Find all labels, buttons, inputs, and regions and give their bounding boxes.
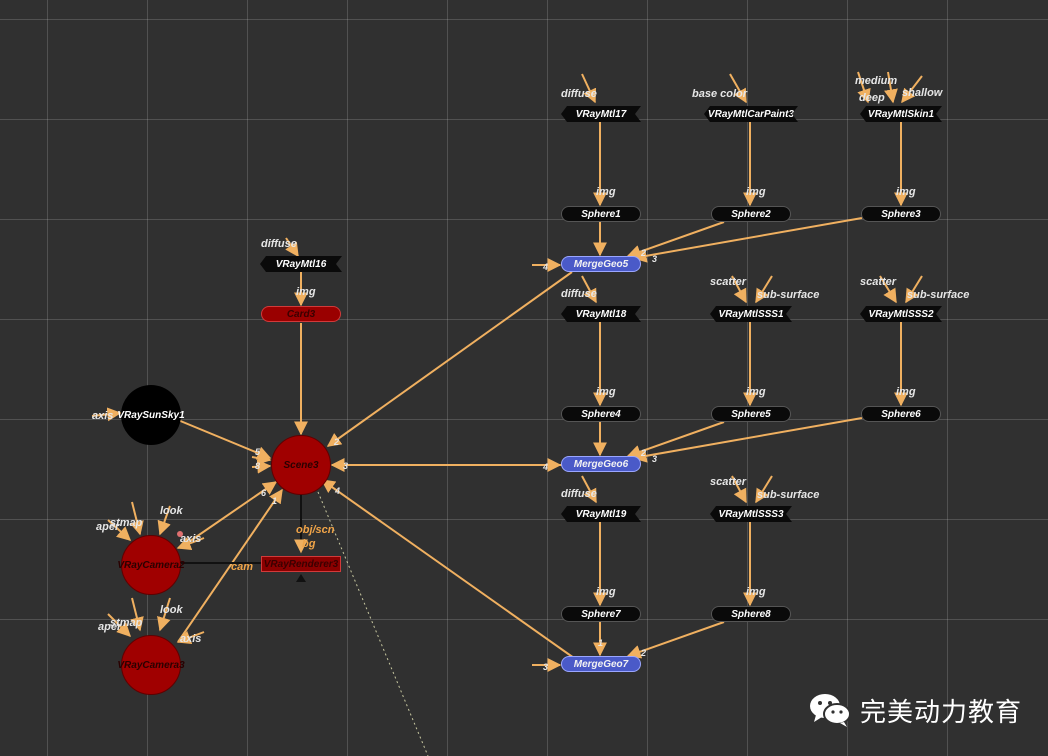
port-number: 4 <box>335 486 341 496</box>
port-number: 2 <box>334 437 340 447</box>
input-label-axis: axis <box>180 533 202 545</box>
input-label-scatter: scatter <box>710 476 747 488</box>
node-sphere5[interactable]: Sphere5 <box>711 406 791 422</box>
input-label-shallow: shallow <box>902 87 943 99</box>
input-label-diffuse: diffuse <box>561 288 597 300</box>
node-sphere4[interactable]: Sphere4 <box>561 406 641 422</box>
input-label-aper: aper <box>96 521 120 533</box>
port-number: 1 <box>598 638 604 648</box>
node-mergegeo5[interactable]: MergeGeo5 <box>561 256 641 272</box>
port-number: 4 <box>543 262 549 272</box>
watermark: 完美动力教育 <box>808 688 1022 732</box>
port-number: 2 <box>641 248 647 258</box>
node-vraymtlsss1[interactable]: VRayMtlSSS1 <box>710 306 792 322</box>
node-sphere1[interactable]: Sphere1 <box>561 206 641 222</box>
node-card3[interactable]: Card3 <box>261 306 341 322</box>
port-number: 3 <box>652 454 658 464</box>
node-scene3[interactable]: Scene3 <box>271 435 331 495</box>
input-label-deep: deep <box>859 92 885 104</box>
input-label-axis: axis <box>92 410 114 422</box>
port-number: 2 <box>641 648 647 658</box>
input-label-axis: axis <box>180 633 202 645</box>
port-number: 2 <box>641 448 647 458</box>
input-label-sub-surface: sub-surface <box>757 489 820 501</box>
node-vraymtl17[interactable]: VRayMtl17 <box>561 106 641 122</box>
port-number: 5 <box>255 447 261 457</box>
node-vraymtlcarpaint3[interactable]: VRayMtlCarPaint3 <box>704 106 798 122</box>
input-label-img: img <box>746 586 766 598</box>
node-vraycamera2[interactable]: VRayCamera2 <box>117 535 185 595</box>
input-label-medium: medium <box>855 75 898 87</box>
node-vraymtlsss2[interactable]: VRayMtlSSS2 <box>860 306 942 322</box>
input-label-obj-scn: obj/scn <box>296 524 335 536</box>
node-vraymtlskin1[interactable]: VRayMtlSkin1 <box>860 106 942 122</box>
input-label-img: img <box>896 186 916 198</box>
input-label-base-color: base color <box>692 88 748 100</box>
input-label-img: img <box>896 386 916 398</box>
input-label-bg: bg <box>302 538 316 550</box>
port-number: 1 <box>272 496 278 506</box>
input-label-aper: aper <box>98 621 122 633</box>
node-vraysunsky1[interactable]: VRaySunSky1 <box>117 385 185 445</box>
input-label-scatter: scatter <box>710 276 747 288</box>
port-number: 4 <box>543 462 549 472</box>
input-label-img: img <box>746 186 766 198</box>
port-number: 8 <box>255 461 261 471</box>
wechat-icon <box>810 694 851 727</box>
node-sphere8[interactable]: Sphere8 <box>711 606 791 622</box>
input-label-img: img <box>596 586 616 598</box>
input-label-img: img <box>296 286 316 298</box>
input-label-sub-surface: sub-surface <box>757 289 820 301</box>
port-number: 6 <box>261 488 267 498</box>
node-mergegeo7[interactable]: MergeGeo7 <box>561 656 641 672</box>
node-sphere7[interactable]: Sphere7 <box>561 606 641 622</box>
port-number: 3 <box>652 254 658 264</box>
input-label-img: img <box>596 386 616 398</box>
input-label-sub-surface: sub-surface <box>907 289 970 301</box>
input-label-stmap: stmap <box>110 617 143 629</box>
node-sphere2[interactable]: Sphere2 <box>711 206 791 222</box>
node-vraymtlsss3[interactable]: VRayMtlSSS3 <box>710 506 792 522</box>
input-label-stmap: stmap <box>110 517 143 529</box>
node-vrayrenderer3[interactable]: VRayRenderer3 <box>261 556 341 572</box>
input-label-look: look <box>160 505 183 517</box>
node-mergegeo6[interactable]: MergeGeo6 <box>561 456 641 472</box>
node-sphere3[interactable]: Sphere3 <box>861 206 941 222</box>
port-number: 3 <box>343 461 349 471</box>
node-vraycamera3[interactable]: VRayCamera3 <box>117 635 185 695</box>
node-vraymtl16[interactable]: VRayMtl16 <box>260 256 342 272</box>
input-label-cam: cam <box>231 561 254 573</box>
input-label-diffuse: diffuse <box>561 488 597 500</box>
node-sphere6[interactable]: Sphere6 <box>861 406 941 422</box>
port-number: 3 <box>543 662 549 672</box>
node-vraymtl18[interactable]: VRayMtl18 <box>561 306 641 322</box>
watermark-text: 完美动力教育 <box>860 697 1023 728</box>
input-label-scatter: scatter <box>860 276 897 288</box>
input-label-img: img <box>746 386 766 398</box>
input-label-diffuse: diffuse <box>261 238 297 250</box>
input-label-img: img <box>596 186 616 198</box>
input-label-look: look <box>160 604 183 616</box>
node-vraymtl19[interactable]: VRayMtl19 <box>561 506 641 522</box>
input-label-diffuse: diffuse <box>561 88 597 100</box>
